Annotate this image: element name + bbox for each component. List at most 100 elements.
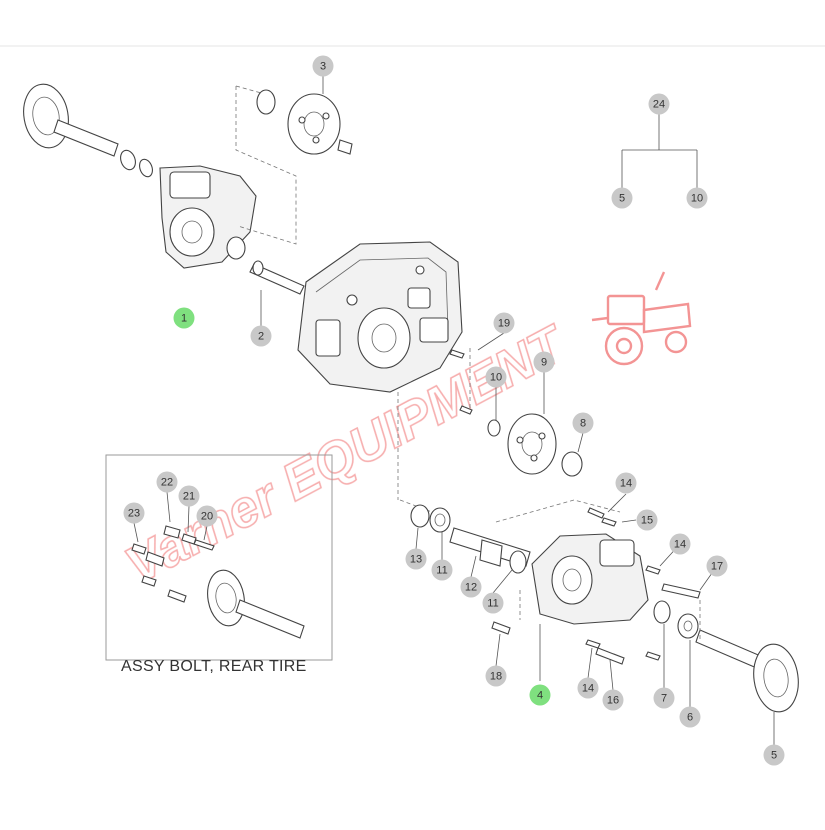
callout-c5a: 5	[611, 187, 633, 209]
callout-number: 15	[641, 515, 653, 527]
callout-number: 23	[128, 508, 140, 520]
callout-number: 14	[620, 478, 632, 490]
callout-bubble	[577, 677, 599, 699]
callout-bubble	[648, 93, 670, 115]
callout-number: 16	[607, 695, 619, 707]
callout-c24: 24	[648, 93, 670, 115]
right-axle-assembly	[410, 493, 799, 745]
callout-number: 14	[582, 683, 594, 695]
callout-bubble	[602, 689, 624, 711]
callout-number: 13	[410, 554, 422, 566]
callout-bubble	[529, 684, 551, 706]
callout-c8: 8	[572, 412, 594, 434]
callout-number: 24	[653, 99, 665, 111]
callout-number: 10	[490, 372, 502, 384]
callout-c9: 9	[533, 351, 555, 373]
callout-bubble	[485, 366, 507, 388]
callout-c11a: 11	[431, 559, 453, 581]
callout-c2: 2	[250, 325, 272, 347]
callout-c10a: 10	[686, 187, 708, 209]
shaft-part-2	[249, 260, 305, 326]
set-bracket	[621, 114, 698, 188]
callout-c18: 18	[485, 665, 507, 687]
callout-number: 1	[181, 313, 187, 325]
callout-c21: 21	[178, 485, 200, 507]
callout-number: 5	[619, 193, 625, 205]
callout-c20: 20	[196, 505, 218, 527]
callout-bubble	[156, 471, 178, 493]
callout-c1: 1	[173, 307, 195, 329]
callout-number: 5	[771, 750, 777, 762]
callout-bubble	[173, 307, 195, 329]
callout-number: 11	[436, 565, 447, 577]
callout-c17: 17	[706, 555, 728, 577]
callout-bubble	[706, 555, 728, 577]
callout-bubble	[636, 509, 658, 531]
callout-c19: 19	[493, 312, 515, 334]
callout-bubble	[196, 505, 218, 527]
callout-number: 19	[498, 318, 510, 330]
callout-number: 4	[537, 690, 543, 702]
callout-c11b: 11	[482, 592, 504, 614]
mid-gear-group	[449, 332, 584, 477]
inset-bolt-assembly: ASSY BOLT, REAR TIRE	[105, 454, 333, 675]
callout-c16: 16	[602, 689, 624, 711]
callout-bubble	[686, 187, 708, 209]
callout-c14c: 14	[577, 677, 599, 699]
callout-c23: 23	[123, 502, 145, 524]
callout-bubble	[405, 548, 427, 570]
callout-bubble	[178, 485, 200, 507]
callout-bubble	[485, 665, 507, 687]
callout-number: 8	[580, 418, 586, 430]
callout-c10b: 10	[485, 366, 507, 388]
callout-c4: 4	[529, 684, 551, 706]
callout-c14b: 14	[669, 533, 691, 555]
callout-c13: 13	[405, 548, 427, 570]
callout-c6: 6	[679, 706, 701, 728]
callout-number: 11	[487, 598, 498, 610]
callout-number: 3	[320, 61, 326, 73]
callout-bubble	[250, 325, 272, 347]
callout-bubble	[431, 559, 453, 581]
inset-caption: ASSY BOLT, REAR TIRE	[121, 658, 307, 675]
callout-number: 20	[201, 511, 213, 523]
callout-c22: 22	[156, 471, 178, 493]
callout-number: 12	[465, 582, 477, 594]
transmission-case	[297, 241, 471, 513]
callout-number: 2	[258, 331, 264, 343]
callout-bubble	[572, 412, 594, 434]
callout-number: 9	[541, 357, 547, 369]
callout-number: 18	[490, 671, 502, 683]
callout-c3: 3	[312, 55, 334, 77]
callout-bubble	[312, 55, 334, 77]
callout-bubble	[615, 472, 637, 494]
upper-gear-group	[256, 76, 353, 155]
callout-c7: 7	[653, 687, 675, 709]
callout-bubble	[679, 706, 701, 728]
callout-number: 21	[183, 491, 195, 503]
callout-bubble	[533, 351, 555, 373]
watermark-tractor-icon	[591, 271, 692, 366]
left-axle-assembly	[23, 83, 297, 269]
callout-number: 14	[674, 539, 686, 551]
callout-bubble	[493, 312, 515, 334]
callout-c15: 15	[636, 509, 658, 531]
callout-number: 22	[161, 477, 173, 489]
callout-c12: 12	[460, 576, 482, 598]
callout-number: 7	[661, 693, 667, 705]
callout-c14a: 14	[615, 472, 637, 494]
callout-bubble	[611, 187, 633, 209]
callout-bubble	[123, 502, 145, 524]
callout-bubble	[460, 576, 482, 598]
callout-number: 10	[691, 193, 703, 205]
callout-bubble	[669, 533, 691, 555]
callout-bubble	[482, 592, 504, 614]
callout-c5b: 5	[763, 744, 785, 766]
callout-number: 6	[687, 712, 693, 724]
callout-bubble	[653, 687, 675, 709]
callout-number: 17	[711, 561, 723, 573]
callout-bubble	[763, 744, 785, 766]
